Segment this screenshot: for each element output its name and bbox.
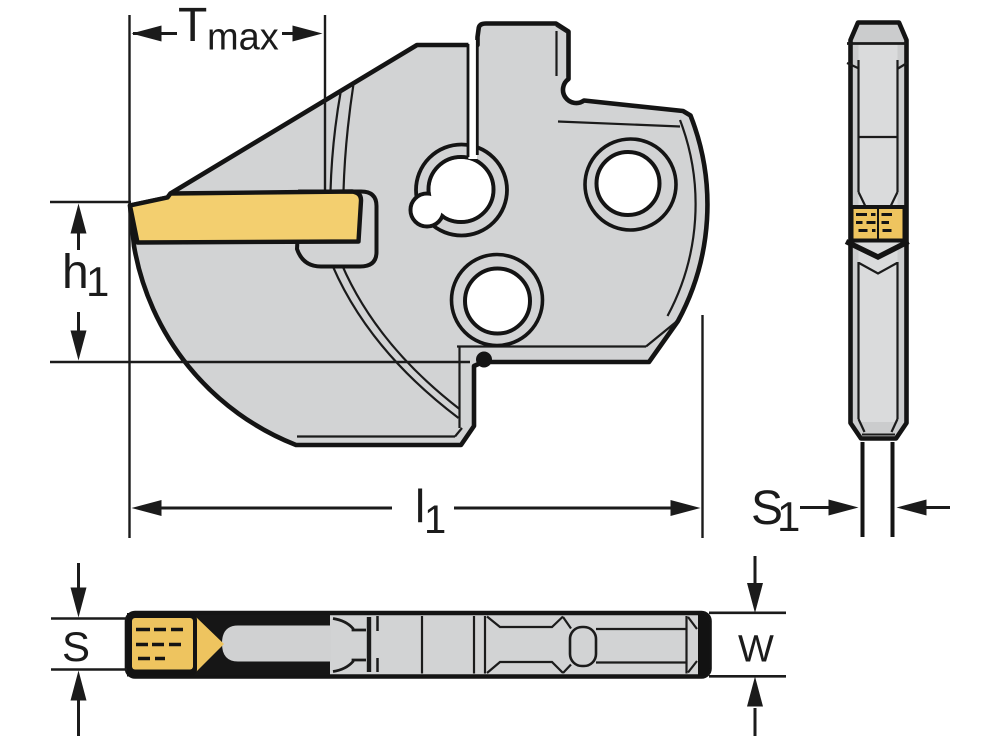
- svg-text:h: h: [62, 246, 89, 299]
- svg-text:1: 1: [424, 498, 446, 542]
- svg-text:1: 1: [86, 258, 109, 305]
- svg-text:W: W: [738, 629, 774, 671]
- svg-text:S: S: [62, 623, 90, 670]
- svg-text:S: S: [751, 482, 783, 535]
- svg-text:T: T: [178, 0, 207, 52]
- svg-text:l: l: [415, 480, 425, 532]
- svg-text:1: 1: [777, 493, 800, 540]
- svg-text:max: max: [207, 17, 279, 59]
